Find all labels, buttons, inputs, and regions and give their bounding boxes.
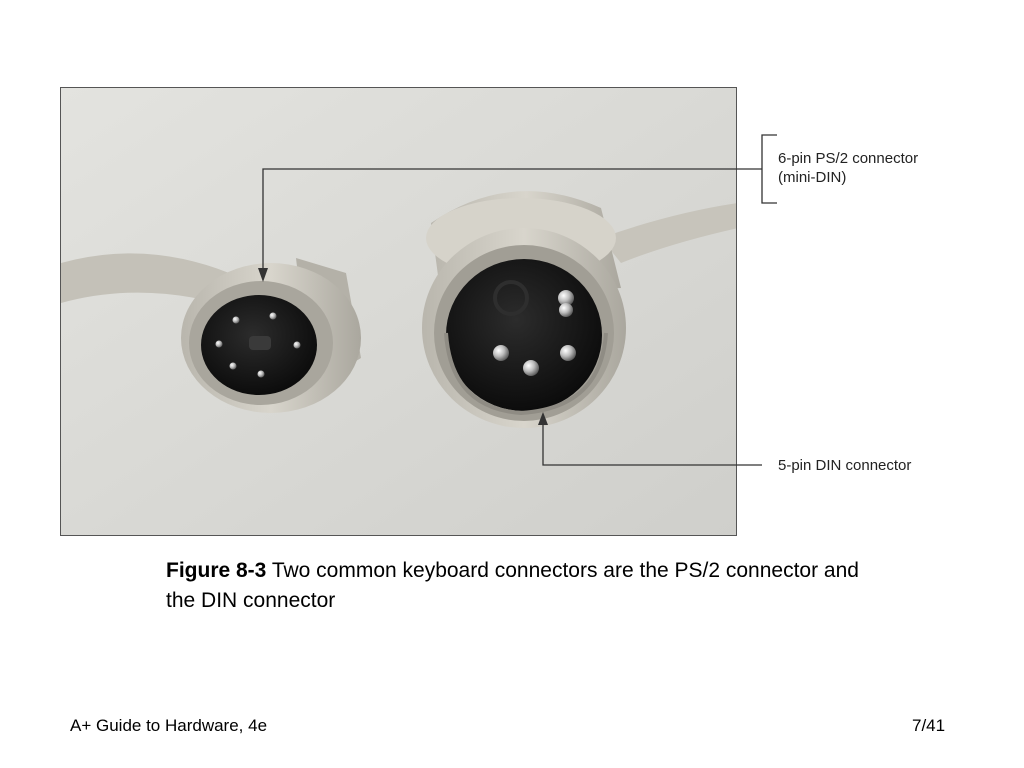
din-arrowhead <box>538 412 548 425</box>
connector-illustration <box>61 88 736 535</box>
figure-number: Figure 8-3 <box>166 559 267 582</box>
page-number: 7/41 <box>912 716 946 735</box>
figure-caption: Figure 8-3 Two common keyboard connector… <box>166 556 866 616</box>
figure-caption-text: Two common keyboard connectors are the P… <box>166 559 859 612</box>
ps2-callout-line2: (mini-DIN) <box>778 169 847 186</box>
footer-title: A+ Guide to Hardware, 4e <box>70 716 268 735</box>
ps2-callout-line1: 6-pin PS/2 connector <box>778 150 919 167</box>
din-callout-label: 5-pin DIN connector <box>778 457 912 474</box>
din-connector <box>422 191 626 428</box>
ps2-callout-label: 6-pin PS/2 connector (mini-DIN) <box>778 149 918 187</box>
connector-photo <box>60 87 737 536</box>
ps2-arrowhead <box>258 268 268 282</box>
ps2-connector <box>181 258 361 413</box>
